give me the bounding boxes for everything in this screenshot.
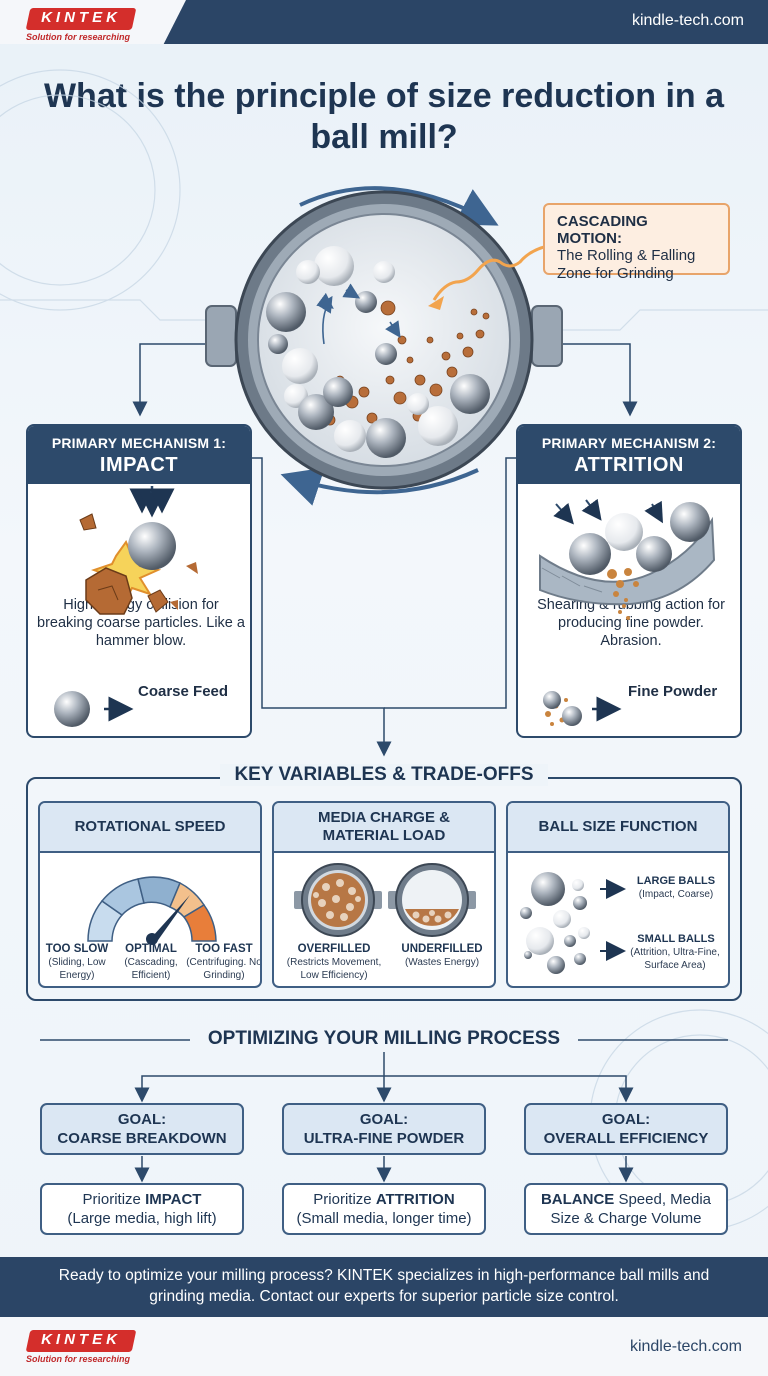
goal-overall-efficiency: GOAL: OVERALL EFFICIENCY	[524, 1103, 728, 1155]
action-balance: BALANCE Speed, Media Size & Charge Volum…	[524, 1183, 728, 1235]
ball-size-icons	[520, 872, 626, 974]
goal-ultra-fine-powder: GOAL: ULTRA-FINE POWDER	[282, 1103, 486, 1155]
speed-too-slow-detail: (Sliding, Low Energy)	[48, 957, 106, 981]
action-detail: (Small media, longer time)	[296, 1209, 472, 1227]
goal-name: OVERALL EFFICIENCY	[543, 1129, 709, 1147]
attrition-card-title: ATTRITION	[574, 454, 684, 476]
attrition-card-label: PRIMARY MECHANISM 2:	[541, 435, 717, 451]
footer-logo-text: KINTEK	[41, 1331, 121, 1348]
action-emphasis: IMPACT	[145, 1191, 202, 1208]
small-balls-label: SMALL BALLS	[637, 933, 715, 945]
attrition-result: Fine Powder	[628, 683, 718, 700]
media-charge-card: MEDIA CHARGE & MATERIAL LOAD OVERFILLED …	[272, 801, 496, 988]
action-emphasis: ATTRITION	[375, 1191, 455, 1208]
speed-optimal-detail: (Cascading, Efficient)	[124, 957, 178, 981]
impact-card-title: IMPACT	[99, 454, 179, 476]
impact-result: Coarse Feed	[138, 683, 229, 700]
speed-optimal-label: OPTIMAL	[125, 943, 177, 955]
ball-size-title: BALL SIZE FUNCTION	[508, 803, 728, 853]
goal-label: GOAL:	[601, 1111, 651, 1128]
action-text-post: Speed, Media	[614, 1191, 712, 1208]
mill-fill-icons	[294, 863, 476, 937]
goal-coarse-breakdown: GOAL: COARSE BREAKDOWN	[40, 1103, 244, 1155]
optimizing-title: OPTIMIZING YOUR MILLING PROCESS	[207, 1028, 561, 1049]
goal-label: GOAL:	[359, 1111, 409, 1128]
action-prioritize-attrition: Prioritize ATTRITION (Small media, longe…	[282, 1183, 486, 1235]
attrition-card: PRIMARY MECHANISM 2: ATTRITION Shearing …	[516, 424, 742, 738]
attrition-description: Shearing & rubbing action for producing …	[537, 597, 725, 650]
goal-name: COARSE BREAKDOWN	[57, 1129, 227, 1147]
impact-description: High-energy collision for breaking coars…	[37, 597, 245, 650]
key-variables-title: KEY VARIABLES & TRADE-OFFS	[220, 764, 548, 786]
underfilled-mill-icon	[388, 863, 476, 937]
logo-text: KINTEK	[41, 9, 121, 26]
logo-tagline: Solution for researching	[26, 32, 131, 42]
callout-text: The Rolling & Falling Zone for Grinding	[557, 247, 696, 282]
overfilled-label: OVERFILLED	[297, 943, 371, 955]
action-text: Prioritize	[313, 1191, 376, 1208]
goal-name: ULTRA-FINE POWDER	[303, 1129, 465, 1147]
callout-heading: CASCADING MOTION:	[557, 213, 648, 247]
impact-card-header: PRIMARY MECHANISM 1: IMPACT	[28, 426, 250, 484]
speed-too-fast-label: TOO FAST	[195, 943, 253, 955]
overfilled-mill-icon	[294, 863, 382, 937]
goal-label: GOAL:	[117, 1111, 167, 1128]
footer-logo-tagline: Solution for researching	[26, 1354, 131, 1364]
small-balls-detail: (Attrition, Ultra-Fine, Surface Area)	[630, 947, 720, 971]
cascading-motion-callout: CASCADING MOTION: The Rolling & Falling …	[543, 203, 730, 282]
underfilled-detail: (Wastes Energy)	[404, 957, 480, 968]
action-text: Prioritize	[82, 1191, 146, 1208]
impact-card: PRIMARY MECHANISM 1: IMPACT High-energy …	[26, 424, 252, 738]
footer-website-link[interactable]: kindle-tech.com	[629, 1338, 742, 1355]
speed-gauge-icon	[87, 876, 217, 945]
underfilled-label: UNDERFILLED	[401, 943, 483, 955]
rotational-speed-card: ROTATIONAL SPEED TOO SLOW (Sliding, Low …	[38, 801, 262, 988]
impact-card-label: PRIMARY MECHANISM 1:	[51, 435, 227, 451]
rotational-speed-title: ROTATIONAL SPEED	[40, 803, 260, 853]
large-balls-label: LARGE BALLS	[636, 875, 716, 887]
media-charge-title: MEDIA CHARGE & MATERIAL LOAD	[274, 803, 494, 853]
attrition-card-header: PRIMARY MECHANISM 2: ATTRITION	[518, 426, 740, 484]
action-detail: (Large media, high lift)	[67, 1209, 217, 1227]
ball-size-card: BALL SIZE FUNCTION LARGE BALLS (Impact, …	[506, 801, 730, 988]
large-balls-detail: (Impact, Coarse)	[638, 889, 714, 900]
action-detail: Size & Charge Volume	[550, 1209, 702, 1227]
action-prioritize-impact: Prioritize IMPACT (Large media, high lif…	[40, 1183, 244, 1235]
speed-too-fast-detail: (Centrifuging. No Grinding)	[186, 957, 262, 981]
overfilled-detail: (Restricts Movement, Low Efficiency)	[286, 957, 382, 981]
action-emphasis: BALANCE	[540, 1191, 615, 1208]
website-link[interactable]: kindle-tech.com	[631, 12, 744, 29]
page-title: What is the principle of size reduction …	[43, 77, 725, 156]
speed-too-slow-label: TOO SLOW	[45, 943, 109, 955]
cta-banner: Ready to optimize your milling process? …	[0, 1257, 768, 1317]
